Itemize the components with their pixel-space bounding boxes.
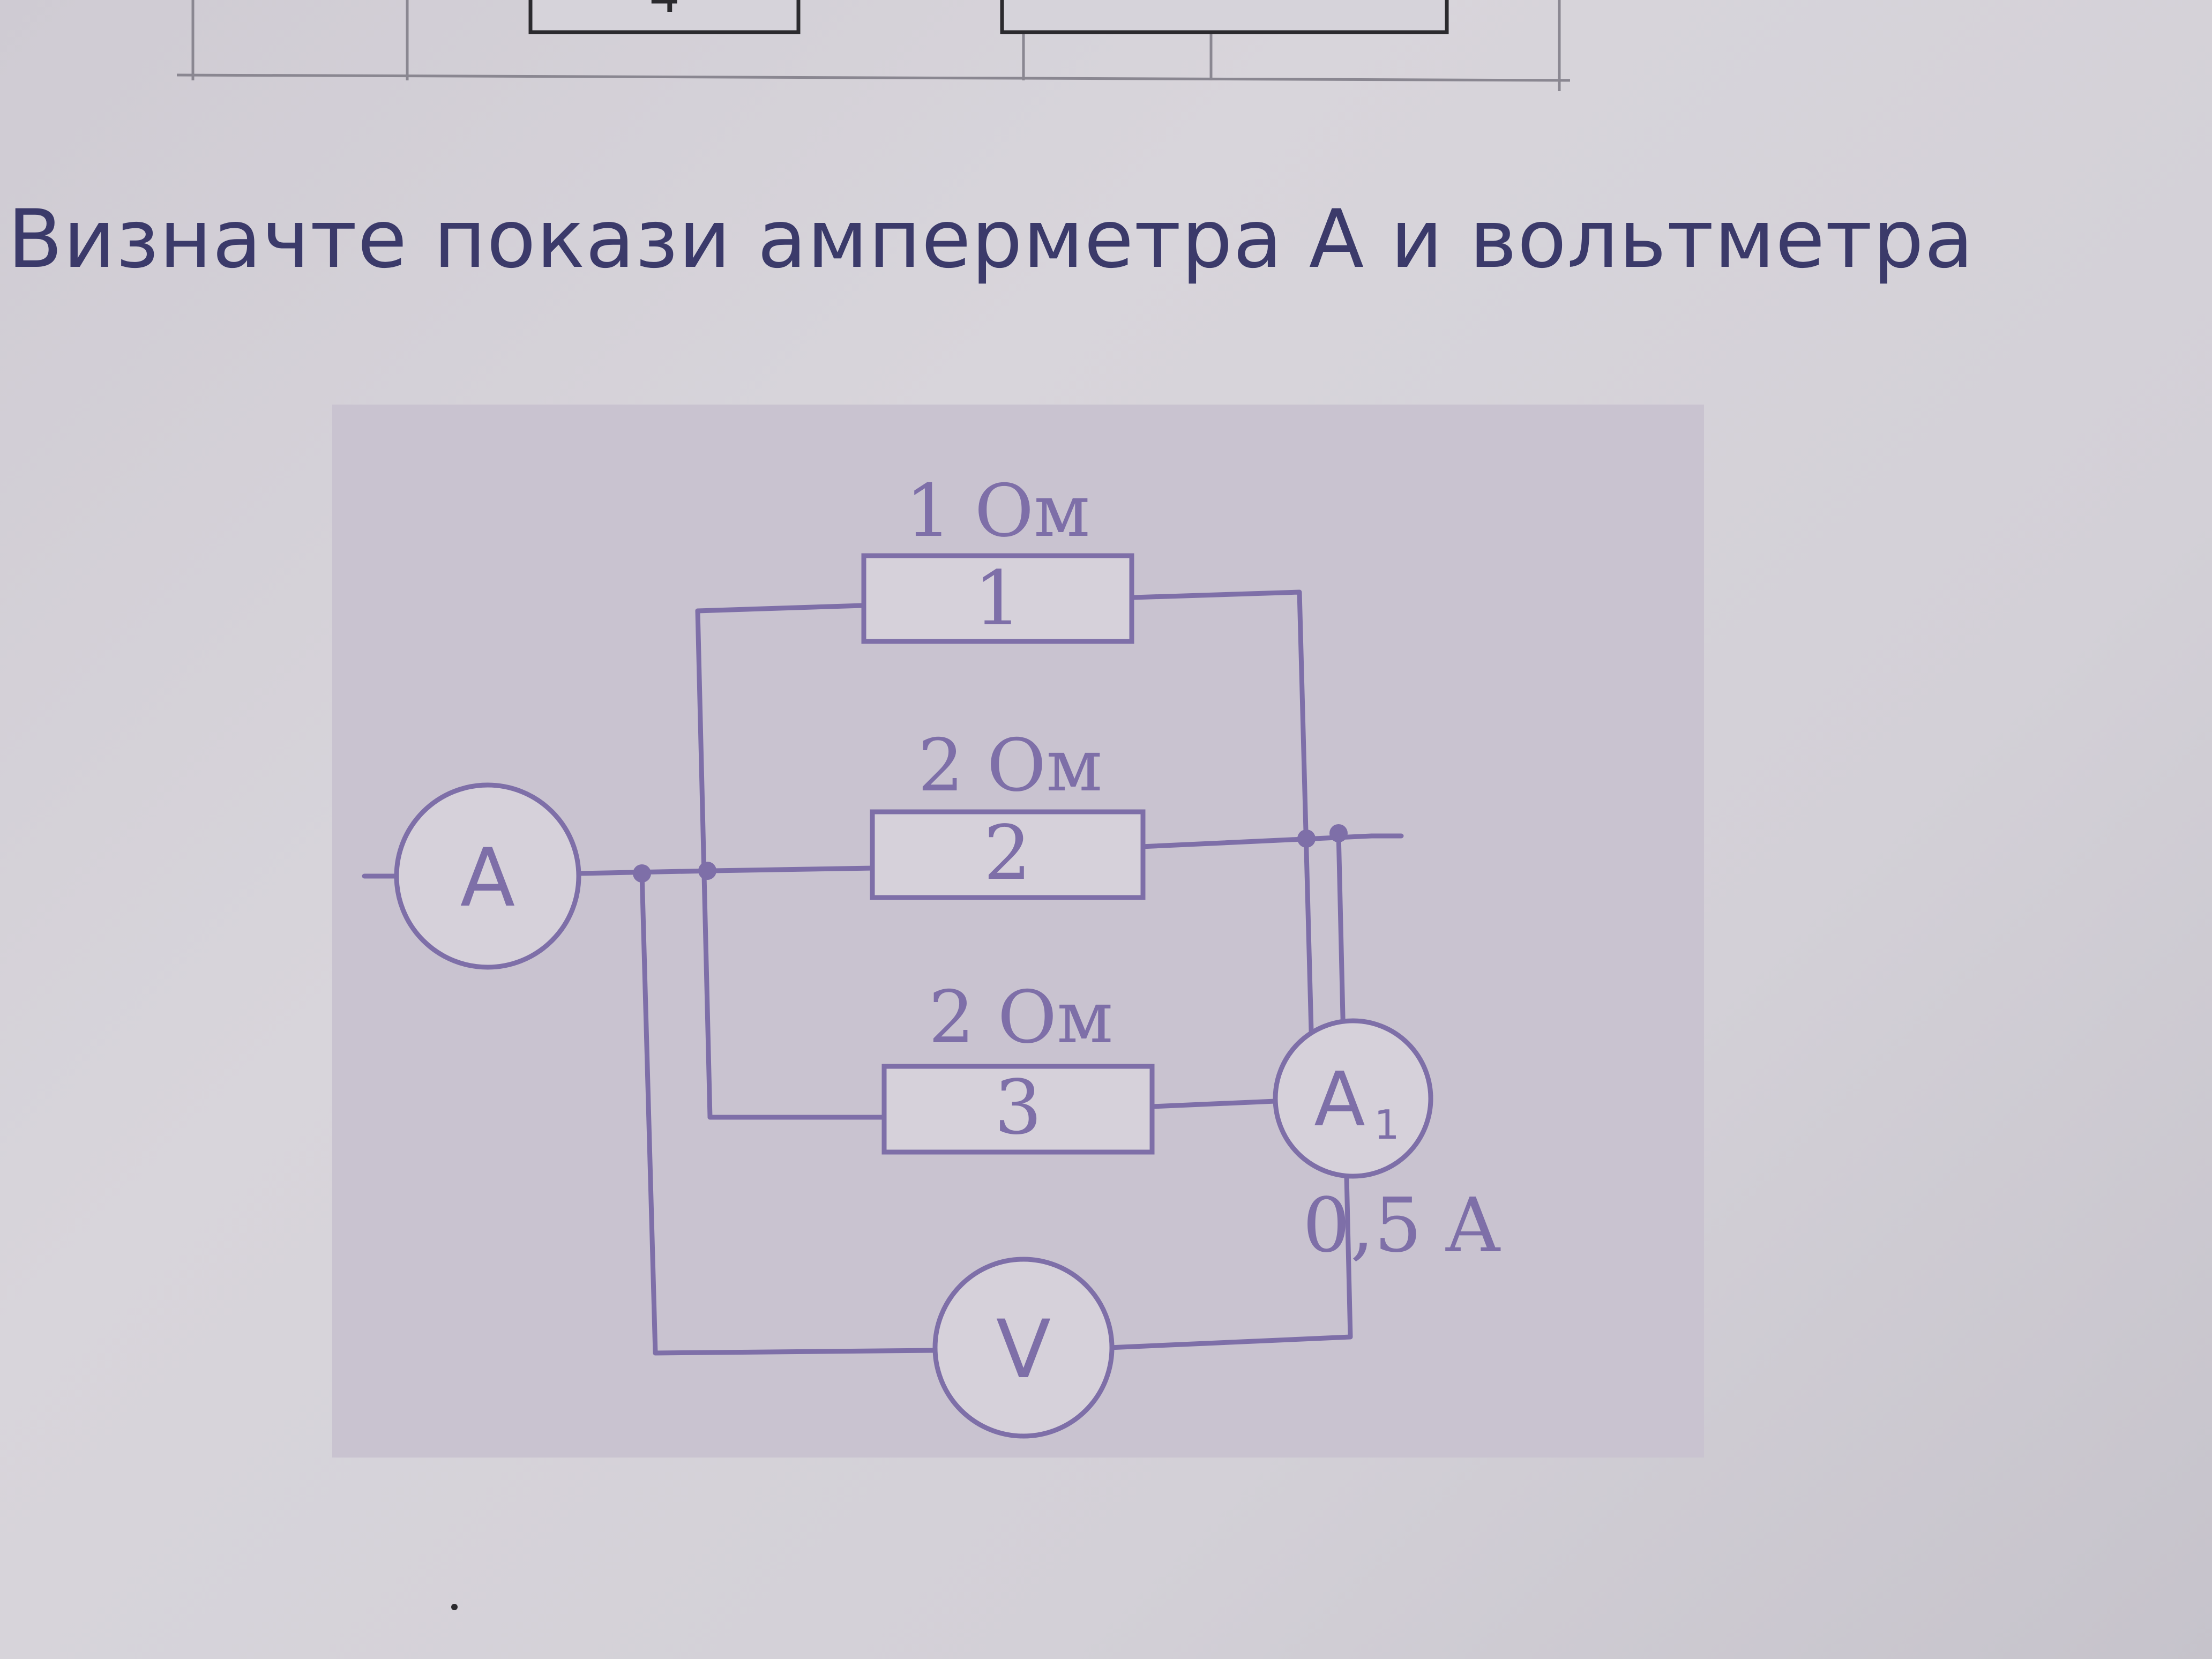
junction-dot bbox=[698, 862, 716, 880]
resistor-3-value: 2 Ом bbox=[929, 975, 1114, 1059]
ammeter-branch-subscript: 1 bbox=[1374, 1101, 1400, 1148]
resistor-1-value: 1 Ом bbox=[906, 469, 1090, 553]
ammeter-main: A bbox=[394, 782, 581, 970]
wire-voltmeter-left bbox=[639, 871, 939, 1356]
table-fragment: 4 bbox=[177, 0, 1571, 91]
junction-dot bbox=[1297, 829, 1316, 848]
junction-dot bbox=[1329, 824, 1348, 842]
wire-voltmeter-right bbox=[1107, 831, 1353, 1350]
table-cell-box bbox=[528, 0, 801, 34]
wire-r3-to-a1 bbox=[1149, 1098, 1278, 1109]
table-cell-box bbox=[1000, 0, 1449, 34]
resistor-1: 1 1 Ом bbox=[861, 469, 1134, 644]
circuit-panel: 1 1 Ом 2 2 Ом 3 2 Ом A bbox=[332, 405, 1704, 1458]
resistor-3: 3 2 Ом bbox=[881, 975, 1155, 1155]
circuit-wires bbox=[362, 589, 1433, 1356]
junction-dot bbox=[633, 864, 651, 883]
circuit-diagram: 1 1 Ом 2 2 Ом 3 2 Ом A bbox=[362, 469, 1501, 1439]
wire-r2-left bbox=[710, 865, 876, 873]
resistor-2: 2 2 Ом bbox=[870, 723, 1146, 900]
ammeter-branch-reading: 0,5 A bbox=[1303, 1182, 1501, 1269]
resistor-2-value: 2 Ом bbox=[918, 723, 1103, 808]
voltmeter-label: V bbox=[996, 1303, 1051, 1396]
wire-r1-left bbox=[695, 603, 865, 614]
ammeter-main-label: A bbox=[460, 832, 515, 925]
question-text: Визначте покази амперметра А и вольтметр… bbox=[8, 193, 1974, 286]
resistor-1-number: 1 bbox=[974, 555, 1021, 642]
paper-speck bbox=[451, 1604, 458, 1610]
table-cell-digit: 4 bbox=[649, 0, 679, 24]
wire-r1-right bbox=[1131, 589, 1316, 1093]
resistor-3-number: 3 bbox=[994, 1064, 1042, 1152]
ammeter-branch: A 1 0,5 A bbox=[1273, 1018, 1501, 1269]
voltmeter: V bbox=[932, 1257, 1115, 1439]
ammeter-branch-label: A bbox=[1314, 1056, 1365, 1144]
resistor-2-number: 2 bbox=[983, 810, 1031, 897]
